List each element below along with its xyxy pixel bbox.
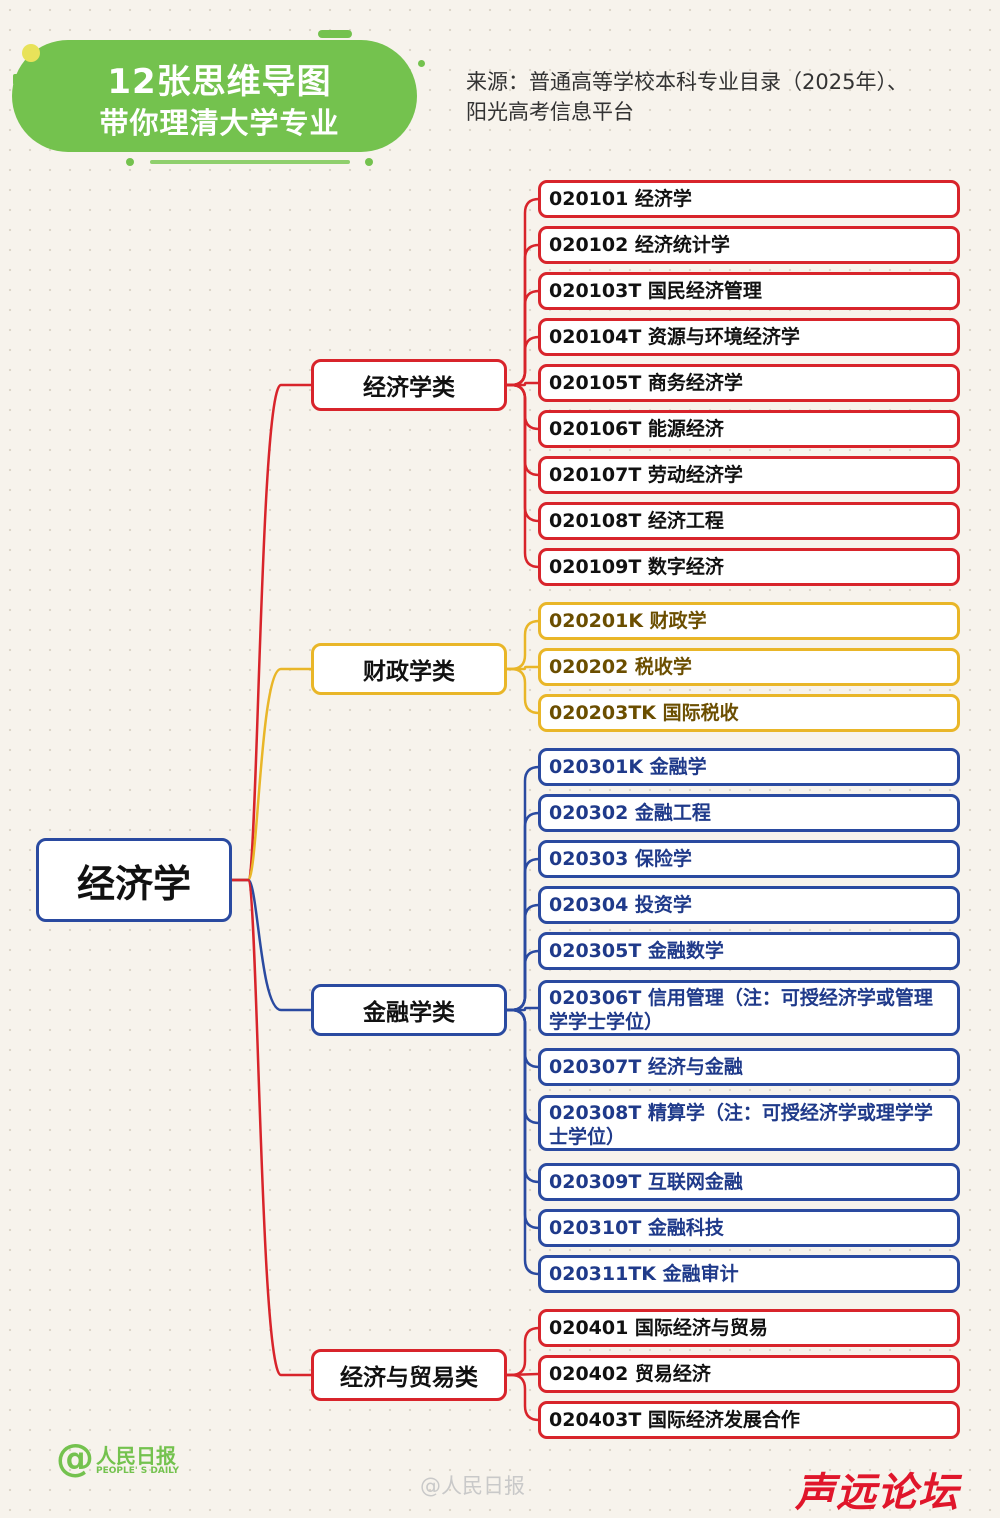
category-item-connector (505, 197, 540, 387)
category-item-connector (505, 857, 540, 1012)
category-item-connector (505, 765, 540, 1012)
root-category-connector (230, 878, 313, 1377)
header-badge: 12张思维导图 带你理清大学专业 (12, 40, 417, 152)
category-item-connector (505, 383, 540, 523)
category-node-economics: 经济学类 (311, 359, 507, 411)
decor-bar (150, 160, 350, 164)
category-item-connector (505, 1372, 540, 1377)
major-item: 020106T 能源经济 (538, 410, 960, 448)
category-item-connector (505, 1326, 540, 1377)
decor-dot (365, 158, 373, 166)
weibo-watermark: @人民日报 (420, 1474, 525, 1498)
header-subtitle: 带你理清大学专业 (99, 106, 340, 140)
category-item-connector (505, 383, 540, 569)
decor-dot (126, 158, 134, 166)
major-item: 020310T 金融科技 (538, 1209, 960, 1247)
decor-dot (32, 67, 52, 87)
category-item-connector (505, 335, 540, 387)
major-item: 020303 保险学 (538, 840, 960, 878)
major-item: 020108T 经济工程 (538, 502, 960, 540)
root-category-connector (230, 667, 313, 882)
decor-dot (13, 74, 24, 85)
logo-at-symbol: @ (56, 1436, 94, 1480)
category-item-connector (505, 811, 540, 1012)
major-item: 020109T 数字经济 (538, 548, 960, 586)
category-item-connector (505, 903, 540, 1012)
major-item: 020306T 信用管理（注：可授经济学或管理学学士学位） (538, 980, 960, 1036)
category-item-connector (505, 1008, 540, 1230)
decor-bar (318, 30, 352, 38)
major-item: 020305T 金融数学 (538, 932, 960, 970)
logo-english-text: PEOPLE' S DAILY (96, 1466, 180, 1476)
category-item-connector (505, 1008, 540, 1125)
major-item: 020403T 国际经济发展合作 (538, 1401, 960, 1439)
root-category-connector (230, 383, 313, 882)
major-item: 020307T 经济与金融 (538, 1048, 960, 1086)
category-node-finance: 金融学类 (311, 984, 507, 1036)
major-item: 020302 金融工程 (538, 794, 960, 832)
major-item: 020201K 财政学 (538, 602, 960, 640)
category-item-connector (505, 381, 540, 387)
major-item: 020104T 资源与环境经济学 (538, 318, 960, 356)
forum-watermark: 声远论坛 (795, 1470, 959, 1516)
major-item: 020102 经济统计学 (538, 226, 960, 264)
major-item: 020308T 精算学（注：可授经济学或理学学士学位） (538, 1095, 960, 1151)
major-item: 020105T 商务经济学 (538, 364, 960, 402)
category-item-connector (505, 1008, 540, 1069)
major-item: 020402 贸易经济 (538, 1355, 960, 1393)
category-node-economics-trade: 经济与贸易类 (311, 1349, 507, 1401)
root-category-connector (230, 878, 313, 1012)
major-item: 020103T 国民经济管理 (538, 272, 960, 310)
category-item-connector (505, 949, 540, 1012)
decor-dot (418, 60, 425, 67)
major-item: 020301K 金融学 (538, 748, 960, 786)
category-item-connector (505, 383, 540, 431)
category-item-connector (505, 1008, 540, 1184)
category-node-public-finance: 财政学类 (311, 643, 507, 695)
major-item: 020101 经济学 (538, 180, 960, 218)
decor-dot (22, 44, 40, 62)
category-item-connector (505, 665, 540, 671)
root-node: 经济学 (36, 838, 232, 922)
source-line-2: 阳光高考信息平台 (466, 100, 634, 124)
major-item: 020304 投资学 (538, 886, 960, 924)
major-item: 020309T 互联网金融 (538, 1163, 960, 1201)
category-item-connector (505, 667, 540, 715)
major-item: 020202 税收学 (538, 648, 960, 686)
major-item: 020311TK 金融审计 (538, 1255, 960, 1293)
category-item-connector (505, 619, 540, 671)
logo-chinese-text: 人民日报 (96, 1444, 176, 1468)
header-title: 12张思维导图 (107, 62, 332, 102)
category-item-connector (505, 1373, 540, 1422)
source-line-1: 来源：普通高等学校本科专业目录（2025年）、 (466, 70, 908, 94)
category-item-connector (505, 1006, 540, 1012)
category-item-connector (505, 1008, 540, 1276)
major-item: 020203TK 国际税收 (538, 694, 960, 732)
category-item-connector (505, 289, 540, 387)
category-item-connector (505, 243, 540, 387)
major-item: 020401 国际经济与贸易 (538, 1309, 960, 1347)
major-item: 020107T 劳动经济学 (538, 456, 960, 494)
category-item-connector (505, 383, 540, 477)
